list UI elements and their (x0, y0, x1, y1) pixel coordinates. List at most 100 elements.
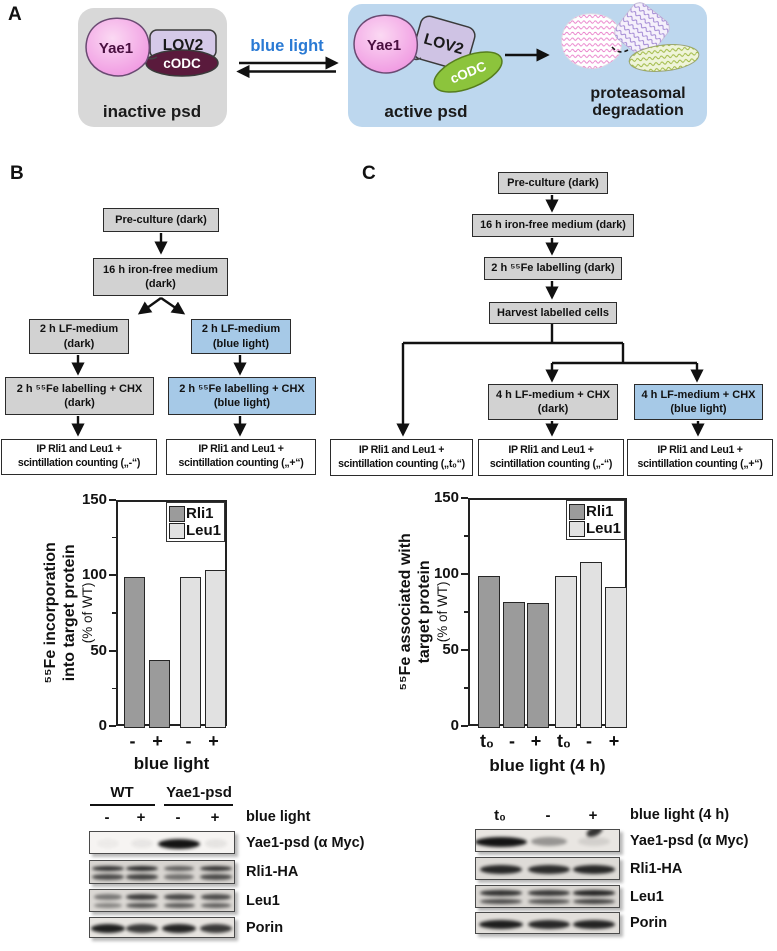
flow-box-line: 4 h LF-medium + CHX (641, 388, 756, 401)
y-tick-label: 0 (98, 717, 107, 734)
proteasomal-caption-line2: degradation (592, 102, 684, 119)
blot-band (96, 839, 120, 848)
lov2-shape-active: LOV2 (412, 15, 476, 71)
flow-box-line: Pre-culture (dark) (507, 176, 599, 189)
flow-box-panel_b-pre: Pre-culture (dark) (103, 208, 219, 232)
blot-band (480, 890, 522, 896)
y-tick-label: 150 (81, 491, 107, 508)
y-tick-major (461, 649, 468, 651)
flow-box-line: scintillation counting („-“) (489, 457, 613, 470)
y-tick-minor (112, 687, 116, 690)
blot-group-underline (164, 804, 233, 806)
blot-strip-rli1-ha (89, 860, 235, 884)
flow-box-line: (dark) (64, 397, 95, 409)
blot-band (126, 924, 158, 933)
x-category-label: + (152, 731, 163, 751)
flow-box-line: Harvest labelled cells (497, 306, 609, 319)
flow-box-panel_c-lf4_blue: 4 h LF-medium + CHX (blue light) (634, 384, 763, 420)
proteasomal-caption-line1: proteasomal (590, 85, 685, 102)
blot-strip-porin (89, 917, 235, 938)
blot-band (480, 898, 522, 904)
panel-a-label: A (8, 4, 22, 25)
x-axis-title: blue light (4 h) (489, 756, 606, 775)
flow-box-line: IP Rli1 and Leu1 + (657, 443, 743, 456)
chart_c-bar-0 (478, 576, 500, 728)
legend-label: Rli1 (585, 503, 614, 520)
panel-a-graphic: Yae1 LOV2 cODC inactive psd blue light L… (78, 2, 707, 127)
blot-group-header: Yae1-psd (166, 784, 232, 801)
flow-box-line: 4 h LF-medium + CHX (496, 388, 610, 401)
flow-box-line: (dark) (145, 278, 176, 290)
chart_c-bar-5 (605, 586, 627, 728)
blot-band (158, 838, 200, 849)
blot-lane-label: - (104, 809, 110, 826)
flow-box-line: IP Rli1 and Leu1 + (198, 443, 284, 456)
blot-band (578, 837, 610, 846)
legend-swatch-icon (568, 520, 585, 537)
codc-shape-active: cODC (433, 51, 503, 93)
panel-c-arrows (396, 195, 705, 437)
degraded-linker-dashed (611, 46, 629, 53)
blot-band (126, 894, 158, 900)
flow-box-panel_c-ip_t0: IP Rli1 and Leu1 +scintillation counting… (330, 439, 473, 476)
flow-box-line: 16 h iron-free medium (dark) (480, 219, 626, 232)
flow-box-line: Pre-culture (dark) (115, 213, 207, 226)
flow-box-panel_c-pre: Pre-culture (dark) (498, 172, 608, 194)
blot-band (572, 890, 616, 896)
flow-box-line: (dark) (537, 403, 569, 415)
blot-lane-label: + (210, 809, 220, 826)
blot-row-label: Porin (630, 915, 668, 931)
blot-band (479, 865, 523, 874)
blot-row-label: Rli1-HA (630, 860, 683, 877)
blot-band (204, 839, 228, 848)
chart_c-bar-2 (527, 603, 549, 728)
codc-label-inactive: cODC (163, 56, 201, 71)
flow-box-line: (blue light) (670, 403, 727, 415)
blot-lane-label: t₀ (494, 807, 506, 824)
blot-band (164, 865, 194, 871)
blot-strip-rli1-ha (475, 857, 620, 880)
blot-row-label: Rli1-HA (246, 864, 299, 880)
flow-box-line: scintillation counting („+“) (178, 457, 304, 469)
flow-box-line: IP Rli1 and Leu1 + (358, 443, 445, 456)
legend-item: Leu1 (568, 520, 621, 537)
x-category-label: - (185, 731, 192, 751)
blot-condition-label: blue light (246, 809, 311, 825)
blot-group-header: WT (110, 784, 134, 801)
flow-box-line: 2 h ⁵⁵Fe labelling + CHX (179, 382, 305, 395)
panel-c-label: C (362, 163, 376, 184)
blot-strip-porin (475, 912, 620, 934)
legend-swatch-icon (168, 505, 185, 522)
flow-box-line: 2 h LF-medium (39, 323, 119, 336)
x-category-label: + (208, 731, 219, 751)
blot-row-label: Leu1 (246, 892, 280, 909)
y-tick-major (461, 573, 468, 575)
legend-label: Leu1 (185, 522, 221, 539)
blot-band (572, 865, 616, 874)
legend-label: Leu1 (585, 520, 621, 537)
flow-box-panel_b-fe_blue: 2 h ⁵⁵Fe labelling + CHX(blue light) (168, 377, 316, 415)
x-category-label: t₀ (556, 731, 572, 751)
blot-band (528, 890, 570, 896)
blot-row-label: Leu1 (630, 888, 664, 905)
y-tick-label: 0 (450, 717, 459, 734)
x-axis-title: blue light (133, 754, 210, 773)
blot-strip-yae1-psd-myc- (89, 831, 235, 854)
panel-b-label: B (10, 163, 24, 184)
blot-row-label: Porin (246, 919, 284, 936)
y-tick-label: 150 (433, 489, 459, 506)
flow-box-line: 2 h LF-medium (201, 323, 281, 336)
blot-band (125, 874, 159, 880)
flow-box-panel_b-lf_dark: 2 h LF-medium(dark) (29, 319, 129, 354)
chart_c-bar-3 (555, 576, 577, 728)
active-psd-caption: active psd (384, 102, 467, 121)
y-tick-major (109, 649, 116, 652)
legend-item: Leu1 (168, 522, 221, 539)
